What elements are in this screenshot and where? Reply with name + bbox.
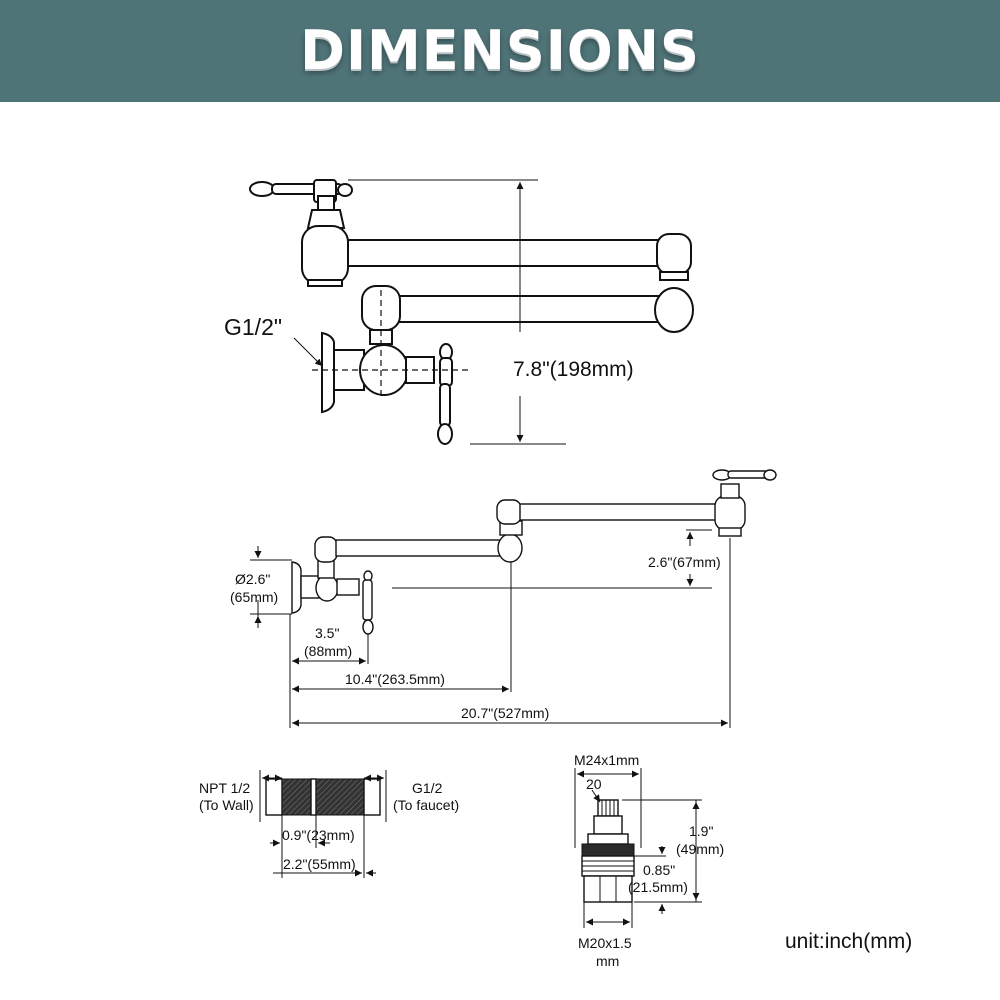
adapter-npt-label: NPT 1/2 xyxy=(199,780,250,796)
cartridge-height-label: 1.9" xyxy=(689,823,713,839)
top-handle-right xyxy=(763,469,777,481)
cartridge-thread-height-label: 0.85" xyxy=(643,862,675,878)
lever-tip xyxy=(437,423,453,445)
top-lever-tip xyxy=(362,619,374,635)
top-lower-arm xyxy=(335,539,503,557)
reach-1-mm-label: (88mm) xyxy=(304,643,352,659)
top-upper-arm xyxy=(519,503,717,521)
cartridge-stem xyxy=(593,815,623,835)
adapter-thread-left xyxy=(281,778,313,816)
cartridge-bottom-thread-unit-label: mm xyxy=(596,953,619,969)
upper-swivel-joint xyxy=(301,225,349,285)
cartridge-body xyxy=(583,875,633,903)
lower-elbow-joint xyxy=(654,287,694,333)
top-spout-outlet xyxy=(718,527,742,537)
cartridge-spline-label: 20 xyxy=(586,776,602,792)
upper-arm xyxy=(347,239,659,267)
reach-3-dimension-label: 20.7"(527mm) xyxy=(461,705,549,721)
adapter-thread-right xyxy=(315,778,365,816)
top-middle-swivel xyxy=(496,499,522,525)
offset-dimension-label: 2.6"(67mm) xyxy=(648,554,721,570)
top-valve-body xyxy=(315,574,339,602)
lever-handle xyxy=(439,383,451,427)
cartridge-neck xyxy=(587,833,629,845)
top-valve-stem xyxy=(336,578,360,596)
top-spout-joint xyxy=(714,495,746,531)
top-middle-joint xyxy=(497,533,523,563)
adapter-to-wall-label: (To Wall) xyxy=(199,797,254,813)
cartridge-top-thread-label: M24x1mm xyxy=(574,752,639,768)
reach-1-dimension-label: 3.5" xyxy=(315,625,339,641)
upper-handle-icon xyxy=(249,179,353,229)
adapter-right-collar xyxy=(363,778,381,816)
cartridge-washer xyxy=(581,843,635,857)
front-view-diagram xyxy=(249,179,694,445)
spout-outlet xyxy=(307,279,343,287)
adapter-diagram xyxy=(259,770,387,878)
reach-2-dimension-label: 10.4"(263.5mm) xyxy=(345,671,445,687)
flange-diameter-label: Ø2.6" xyxy=(235,571,270,587)
elbow-neck xyxy=(659,271,689,281)
adapter-center-ring xyxy=(310,778,317,816)
cartridge-height-mm-label: (49mm) xyxy=(676,841,724,857)
adapter-left-collar xyxy=(265,778,283,816)
top-handle-base xyxy=(720,483,740,499)
lever-hub xyxy=(439,357,453,387)
inlet-thread-label: G1/2" xyxy=(224,314,282,340)
top-lever-handle xyxy=(362,579,373,621)
cartridge-spline xyxy=(597,799,619,817)
cartridge-diagram xyxy=(574,768,702,928)
adapter-g12-label: G1/2 xyxy=(412,780,443,796)
top-swivel-joint xyxy=(314,536,338,563)
wall-flange xyxy=(321,331,335,414)
valve-stem xyxy=(405,356,435,384)
upper-elbow-joint xyxy=(656,233,692,275)
page-title: DIMENSIONS xyxy=(300,19,700,82)
cartridge-thread-height-mm-label: (21.5mm) xyxy=(628,879,688,895)
top-handle-bar xyxy=(727,470,769,479)
adapter-inner-dimension-label: 0.9"(23mm) xyxy=(282,827,355,843)
height-dimension-label: 7.8"(198mm) xyxy=(513,358,634,381)
lower-arm xyxy=(397,295,661,323)
cartridge-bottom-thread-label: M20x1.5 xyxy=(578,935,632,951)
adapter-outer-dimension-label: 2.2"(55mm) xyxy=(283,856,356,872)
top-wall-flange xyxy=(291,561,302,614)
top-view-diagram xyxy=(250,469,777,728)
unit-note-label: unit:inch(mm) xyxy=(785,930,912,953)
adapter-to-faucet-label: (To faucet) xyxy=(393,797,459,813)
header-banner xyxy=(0,0,1000,102)
flange-diameter-mm-label: (65mm) xyxy=(230,589,278,605)
